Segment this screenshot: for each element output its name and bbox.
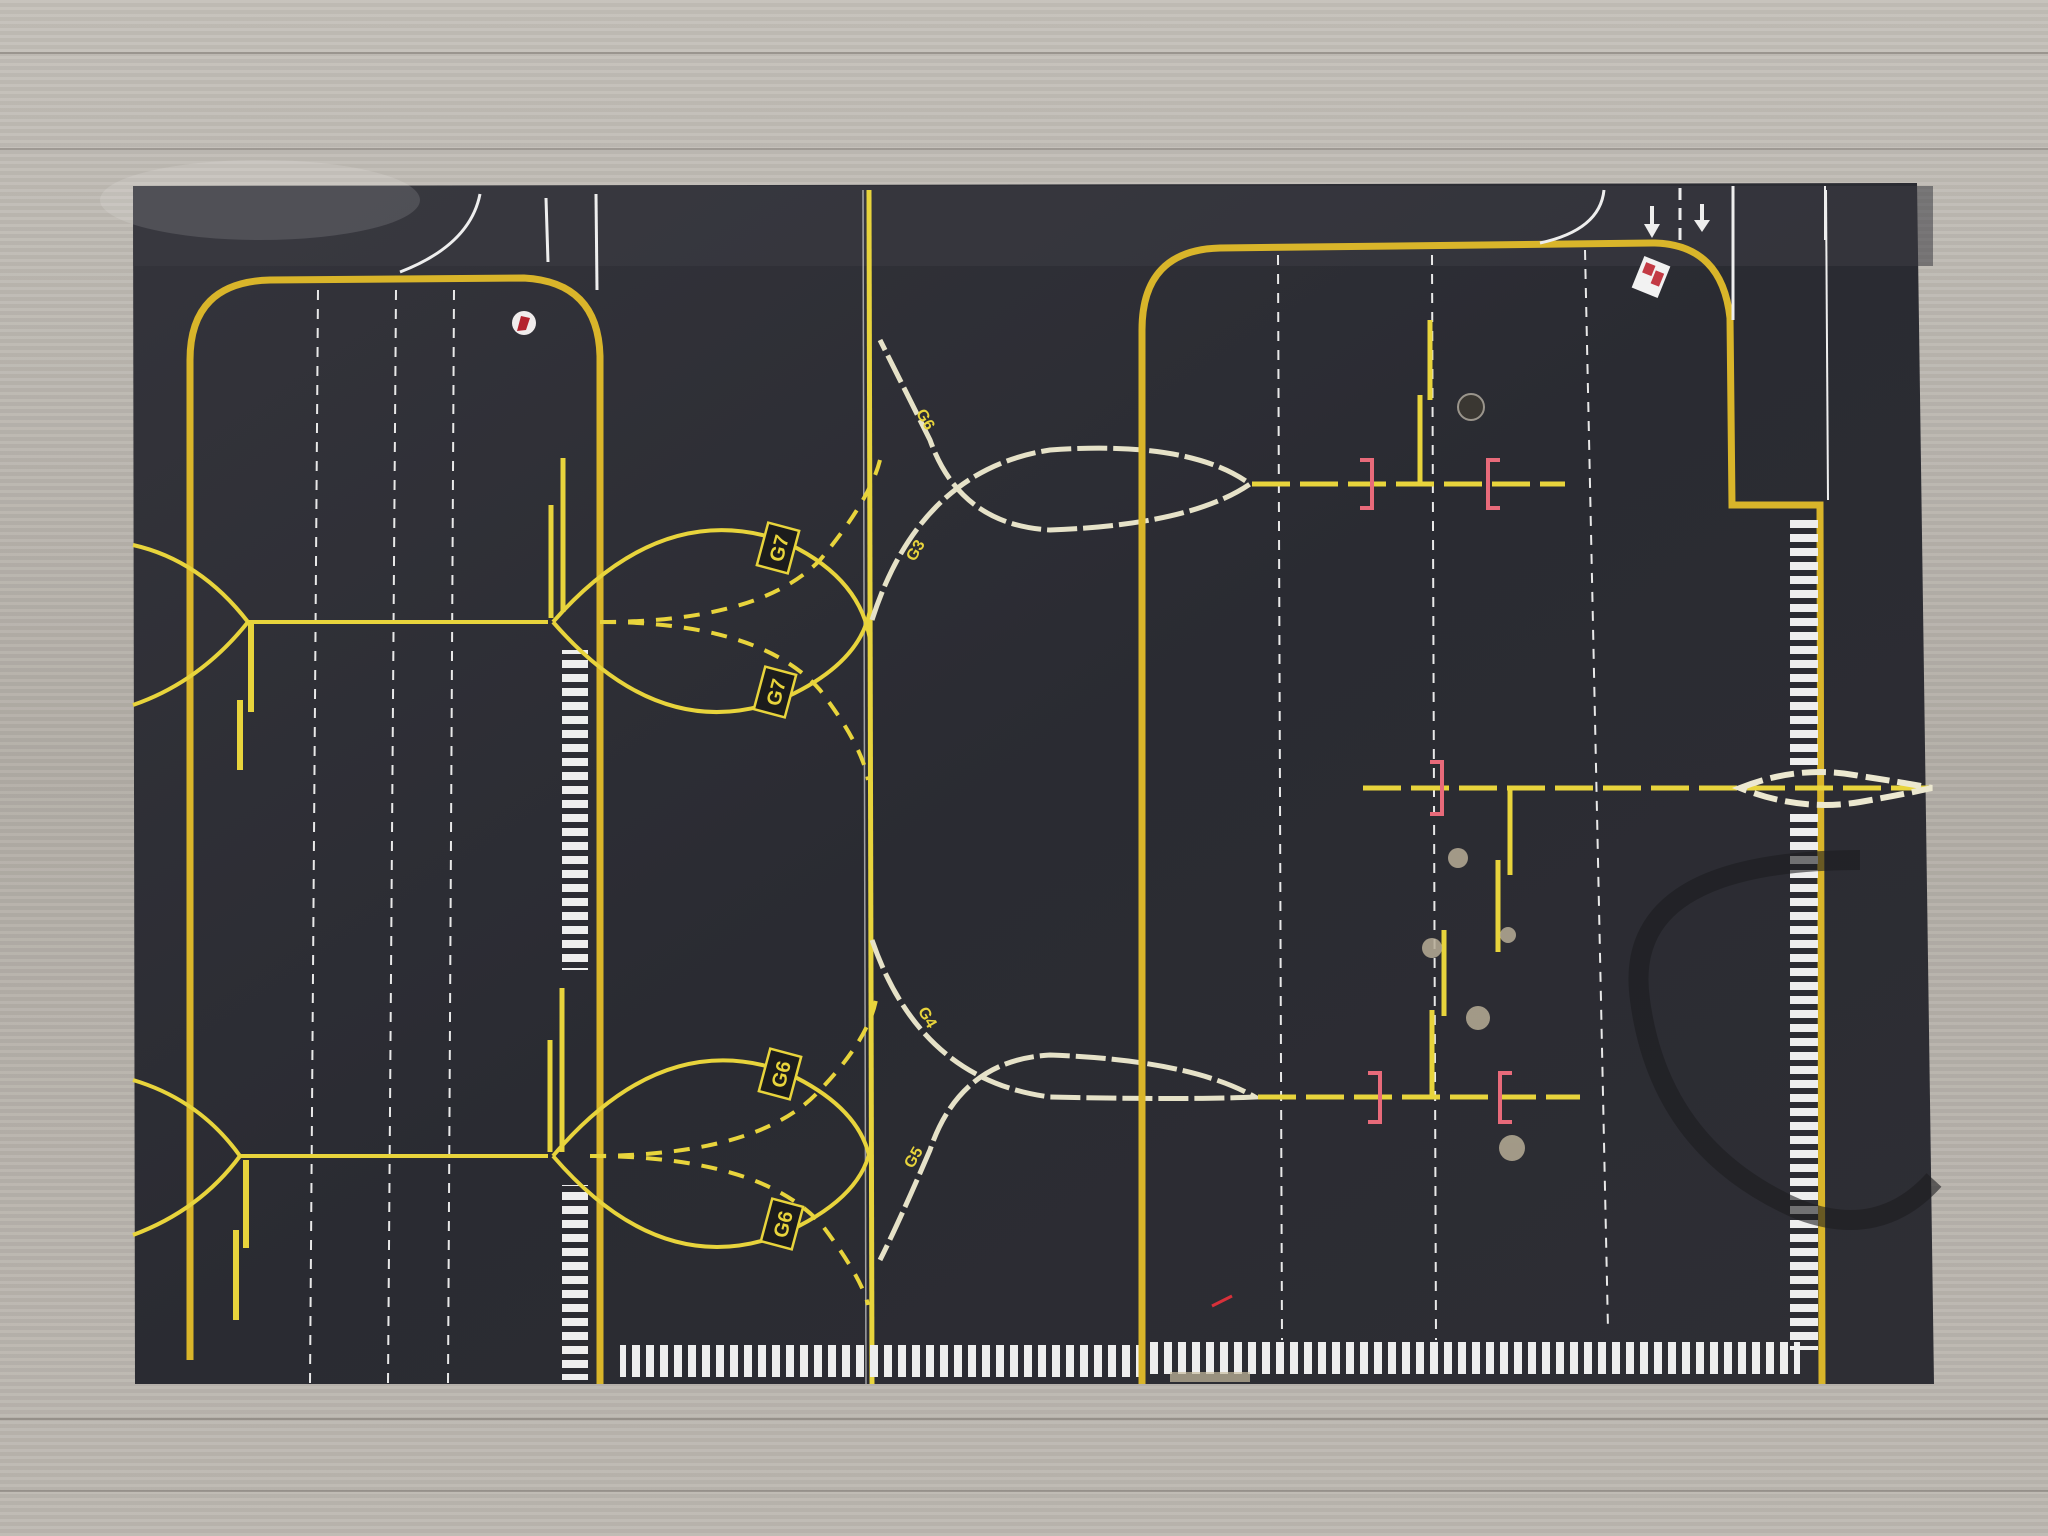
vegetation-tufts: [1422, 848, 1525, 1161]
red-marker: [1211, 1294, 1233, 1308]
floor-seam: [0, 148, 2048, 150]
info-placard-icon: [1631, 255, 1671, 299]
taxiway-sign-upper-1: G7: [755, 521, 801, 575]
left-apron: [132, 274, 604, 1385]
no-entry-sign-icon: [512, 311, 536, 335]
floor-seam: [0, 1418, 2048, 1420]
floor-seam: [0, 52, 2048, 54]
road-arrow-icon: [1694, 204, 1710, 232]
mat-edge-debris: [1170, 1372, 1250, 1382]
mat-body: [100, 160, 1934, 1384]
road-arrow-icon: [1644, 206, 1660, 238]
taxiway-sign-lower-1: G6: [757, 1047, 803, 1101]
right-apron: [1138, 189, 1942, 1385]
floor-seam: [0, 1490, 2048, 1492]
manhole-icon: [1457, 393, 1485, 421]
taxiway-sign-lower-2: G6: [759, 1197, 805, 1251]
top-roads: [399, 186, 1826, 320]
taxiway-sign-upper-2: G7: [752, 665, 798, 719]
